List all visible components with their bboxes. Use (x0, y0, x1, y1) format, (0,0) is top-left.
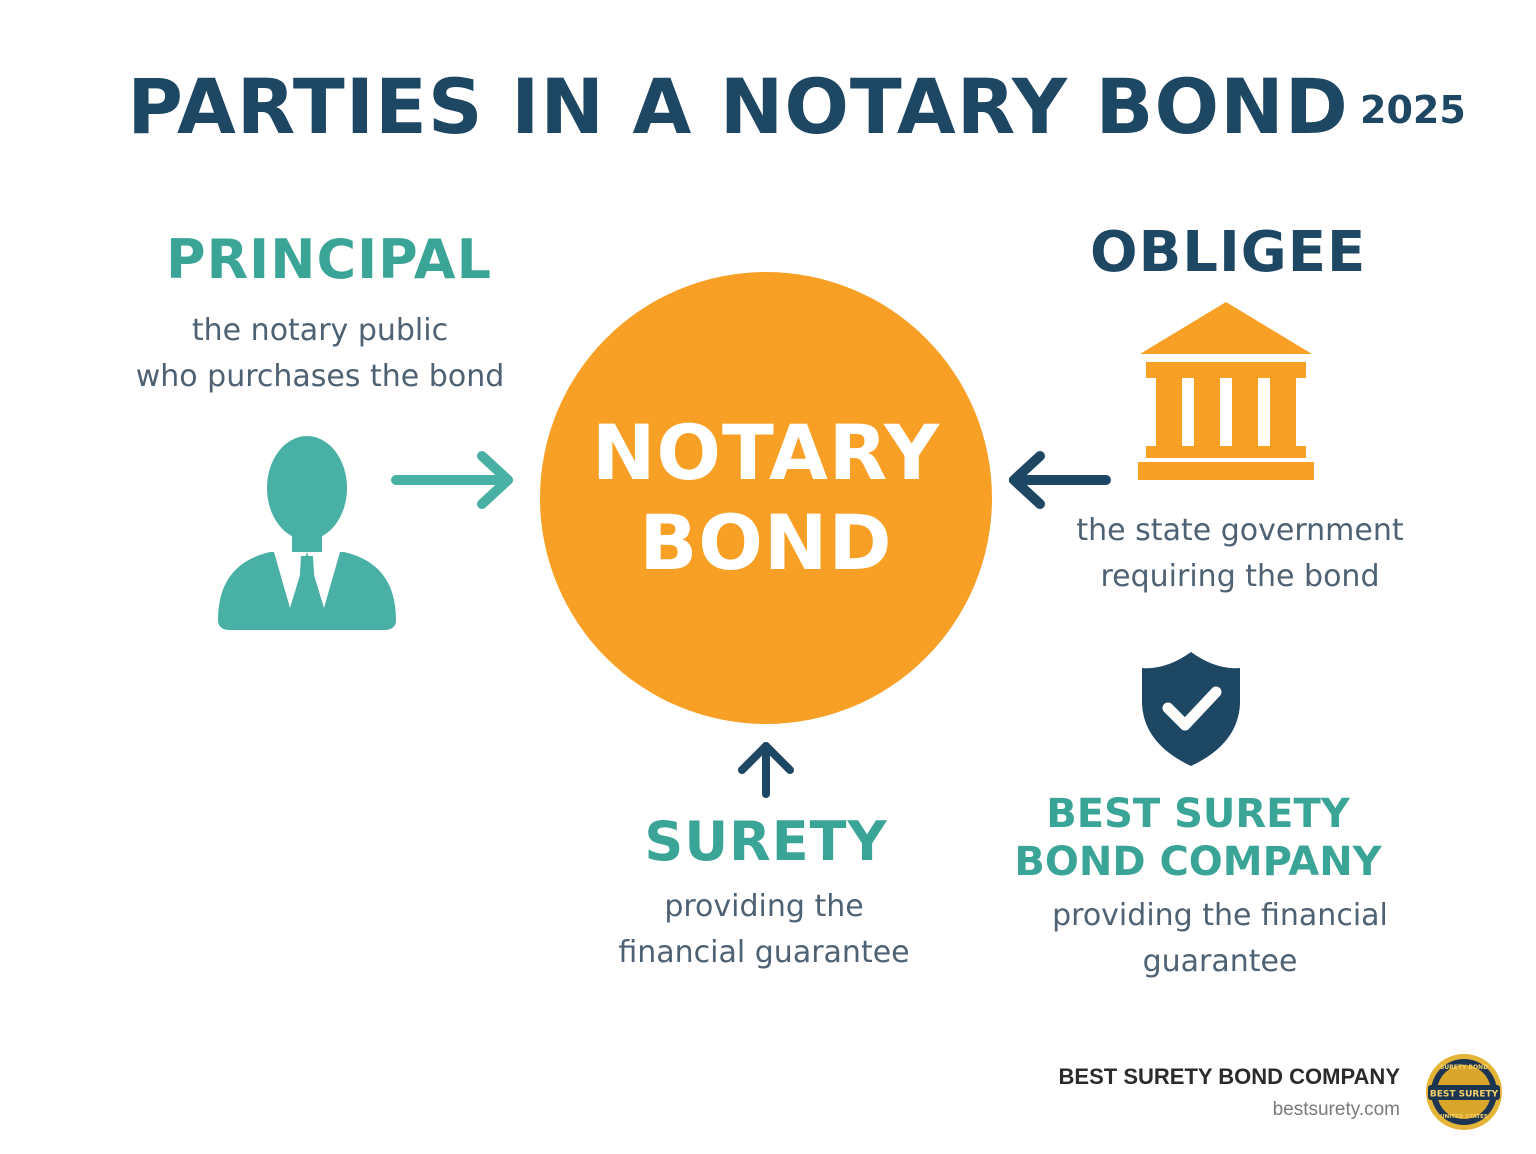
principal-desc-line1: the notary public (191, 313, 449, 348)
surety-desc-line2: financial guarantee (618, 935, 910, 970)
surety-heading: SURETY (644, 810, 888, 873)
bank-icon (1138, 302, 1314, 480)
year-label: 2025 (1360, 88, 1466, 132)
principal-heading: PRINCIPAL (166, 228, 492, 291)
principal-desc-line2: who purchases the bond (135, 359, 505, 394)
arrow-surety-to-bond (738, 742, 794, 798)
company-desc-line2: guarantee (1142, 944, 1298, 979)
obligee-desc-line2: requiring the bond (1100, 559, 1380, 594)
company-heading-line1: BEST SURETY (1046, 791, 1350, 837)
shield-check-icon (1142, 652, 1240, 766)
center-line1: NOTARY (591, 408, 941, 497)
center-line2: BOND (639, 498, 893, 587)
obligee-description: the state government requiring the bond (1040, 508, 1440, 600)
svg-text:SURETY BOND: SURETY BOND (1440, 1064, 1488, 1071)
company-description: providing the financial guarantee (1020, 893, 1420, 985)
company-heading: BEST SURETY BOND COMPANY (1012, 790, 1384, 886)
surety-description: providing the financial guarantee (564, 884, 964, 976)
obligee-desc-line1: the state government (1076, 513, 1404, 548)
svg-text:BEST SURETY: BEST SURETY (1430, 1090, 1499, 1100)
company-desc-line1: providing the financial (1052, 898, 1388, 933)
page-title: PARTIES IN A NOTARY BOND (127, 62, 1349, 151)
svg-text:UNITED STATES: UNITED STATES (1440, 1114, 1488, 1120)
company-heading-line2: BOND COMPANY (1014, 839, 1382, 885)
notary-bond-circle: NOTARY BOND (540, 272, 992, 724)
obligee-heading: OBLIGEE (1090, 220, 1367, 285)
arrow-obligee-to-bond (1009, 451, 1111, 509)
arrow-principal-to-bond (391, 451, 513, 509)
footer-url: bestsurety.com (1272, 1099, 1400, 1120)
footer-company-name: BEST SURETY BOND COMPANY (1058, 1064, 1400, 1089)
principal-description: the notary public who purchases the bond (100, 308, 540, 400)
surety-desc-line1: providing the (664, 889, 864, 924)
person-icon (218, 436, 396, 630)
seal-icon: BEST SURETY SURETY BOND UNITED STATES (1426, 1054, 1502, 1130)
